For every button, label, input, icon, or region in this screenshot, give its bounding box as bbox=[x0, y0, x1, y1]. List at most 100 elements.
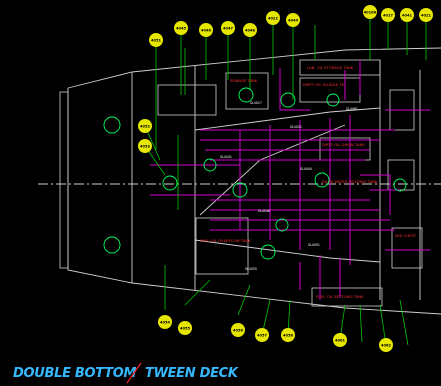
tag-bubble[interactable]: 4045 bbox=[174, 21, 188, 35]
svg-text:4047: 4047 bbox=[223, 26, 234, 30]
svg-text:4045: 4045 bbox=[176, 26, 187, 30]
tag-bubble[interactable]: 4061 bbox=[333, 333, 347, 347]
sewage-tank-box bbox=[225, 72, 269, 110]
pump-symbol bbox=[162, 175, 178, 191]
tag-bubble[interactable]: 4044 bbox=[286, 13, 300, 27]
pump-symbol bbox=[103, 116, 121, 134]
svg-text:4053: 4053 bbox=[140, 144, 151, 148]
pipe-aft-branch bbox=[150, 164, 241, 196]
piping-network bbox=[150, 60, 430, 300]
pump-symbol bbox=[275, 218, 289, 232]
svg-text:4052: 4052 bbox=[140, 124, 151, 128]
pipe-fwd-branch bbox=[360, 174, 400, 215]
svg-text:4058: 4058 bbox=[283, 333, 294, 337]
tank-label: BILGE WATER HOLDING TANK bbox=[322, 179, 378, 184]
svg-text:4062: 4062 bbox=[381, 343, 392, 347]
tag-bubble[interactable]: 4054 bbox=[158, 315, 172, 329]
tag-bubble[interactable]: 4047 bbox=[221, 21, 235, 35]
valve-tag: SL4041 bbox=[220, 155, 232, 159]
tag-bubble[interactable]: 4052 bbox=[138, 119, 152, 133]
svg-text:4048: 4048 bbox=[245, 28, 256, 32]
pump-symbol bbox=[393, 178, 407, 192]
sea-chest-box bbox=[391, 227, 423, 269]
tag-bubble[interactable]: 4046 bbox=[199, 23, 213, 37]
tag-bubble[interactable]: 4022 bbox=[266, 11, 280, 25]
svg-text:4041: 4041 bbox=[402, 13, 413, 17]
svg-text:4021: 4021 bbox=[421, 13, 432, 17]
valve-tag: SL4051 bbox=[308, 243, 320, 247]
valve-tag: SL4046 bbox=[258, 209, 270, 213]
tank-label: LUB. OIL STORAGE TANK bbox=[307, 65, 354, 70]
svg-text:4054: 4054 bbox=[160, 320, 171, 324]
tank-label: SEA CHEST bbox=[395, 233, 417, 238]
hull-chine-upper bbox=[194, 107, 381, 131]
pump-symbol bbox=[238, 87, 254, 103]
svg-text:4056: 4056 bbox=[233, 328, 244, 332]
tank-label: DIRTY OIL DRAIN TANK bbox=[322, 142, 365, 147]
valve-tag: SL4055 bbox=[245, 267, 257, 271]
leader-aft-2 bbox=[205, 28, 251, 90]
svg-text:4044: 4044 bbox=[288, 18, 299, 22]
pipe-fwd-cross bbox=[385, 109, 430, 251]
tag-bubble[interactable]: 4055 bbox=[178, 321, 192, 335]
leader-fwd bbox=[369, 12, 427, 60]
tag-bubble[interactable]: 4048 bbox=[243, 23, 257, 37]
tag-bubble[interactable]: 4016A bbox=[363, 5, 377, 19]
svg-text:4057: 4057 bbox=[257, 333, 268, 337]
tag-bubble-group: 4016A 4017 4041 4021 4022 4044 4045 4046… bbox=[138, 5, 433, 352]
tank-compartments bbox=[59, 59, 423, 307]
pipe-lower-branch bbox=[299, 255, 341, 300]
tag-bubble[interactable]: 4017 bbox=[381, 8, 395, 22]
tank-label: DIRTY OIL SLUDGE TK bbox=[303, 82, 345, 87]
tank-label: FUEL OIL SETTLING TANK bbox=[316, 294, 364, 299]
tag-bubble[interactable]: 4041 bbox=[400, 8, 414, 22]
pump-symbol bbox=[260, 244, 276, 260]
valve-tag: SL4017 bbox=[250, 101, 262, 105]
hull-chine-lower bbox=[194, 239, 381, 263]
aft-peak-box bbox=[59, 91, 69, 269]
leader-mid-1 bbox=[272, 18, 316, 100]
tag-bubble[interactable]: 4058 bbox=[281, 328, 295, 342]
leader-aft-1 bbox=[155, 28, 186, 150]
svg-text:4016A: 4016A bbox=[364, 10, 377, 14]
pump-symbol bbox=[232, 182, 248, 198]
caption-separator bbox=[126, 362, 142, 384]
tag-bubble[interactable]: 4062 bbox=[379, 338, 393, 352]
settling-tank-box bbox=[311, 287, 383, 307]
svg-text:4017: 4017 bbox=[383, 13, 394, 17]
valve-tag-group: SL4017 SL4021 SL4041 SL4044 SL4046 SL405… bbox=[220, 101, 358, 271]
leader-bottom-1 bbox=[184, 279, 291, 336]
pipe-upper-branch bbox=[279, 60, 361, 111]
svg-text:4061: 4061 bbox=[335, 338, 346, 342]
pipe-run-lower bbox=[210, 199, 395, 231]
tag-bubble[interactable]: 4057 bbox=[255, 328, 269, 342]
caption-double-bottom: DOUBLE BOTTOM bbox=[13, 366, 137, 381]
tag-bubble[interactable]: 4051 bbox=[149, 33, 163, 47]
tag-bubble[interactable]: 4053 bbox=[138, 139, 152, 153]
fuel-oil-tank-box bbox=[157, 84, 217, 116]
pump-symbol bbox=[326, 93, 340, 107]
svg-text:4046: 4046 bbox=[201, 28, 212, 32]
pump-symbol-group bbox=[103, 87, 407, 260]
pump-symbol bbox=[103, 236, 121, 254]
overflow-tank-box bbox=[195, 217, 249, 275]
valve-tag: SL4061 bbox=[346, 107, 358, 111]
svg-text:4055: 4055 bbox=[180, 326, 191, 330]
svg-text:4051: 4051 bbox=[151, 38, 162, 42]
tank-label: FUEL OIL OVERFLOW TANK bbox=[200, 238, 251, 243]
lub-oil-tank-box bbox=[299, 59, 381, 76]
pump-symbol bbox=[280, 92, 296, 108]
valve-tag: SL4021 bbox=[290, 125, 302, 129]
caption-tween-deck: TWEEN DECK bbox=[145, 366, 238, 381]
tag-bubble[interactable]: 4056 bbox=[231, 323, 245, 337]
pump-symbol bbox=[203, 158, 217, 172]
tag-bubble[interactable]: 4021 bbox=[419, 8, 433, 22]
svg-text:4022: 4022 bbox=[268, 16, 279, 20]
tank-label: SEWAGE TANK bbox=[230, 78, 258, 83]
tank-label-group: LUB. OIL STORAGE TANK SEWAGE TANK DIRTY … bbox=[200, 65, 417, 299]
leader-bottom-2 bbox=[339, 299, 409, 346]
hull-upper-line bbox=[67, 47, 441, 89]
pump-symbol bbox=[314, 172, 330, 188]
